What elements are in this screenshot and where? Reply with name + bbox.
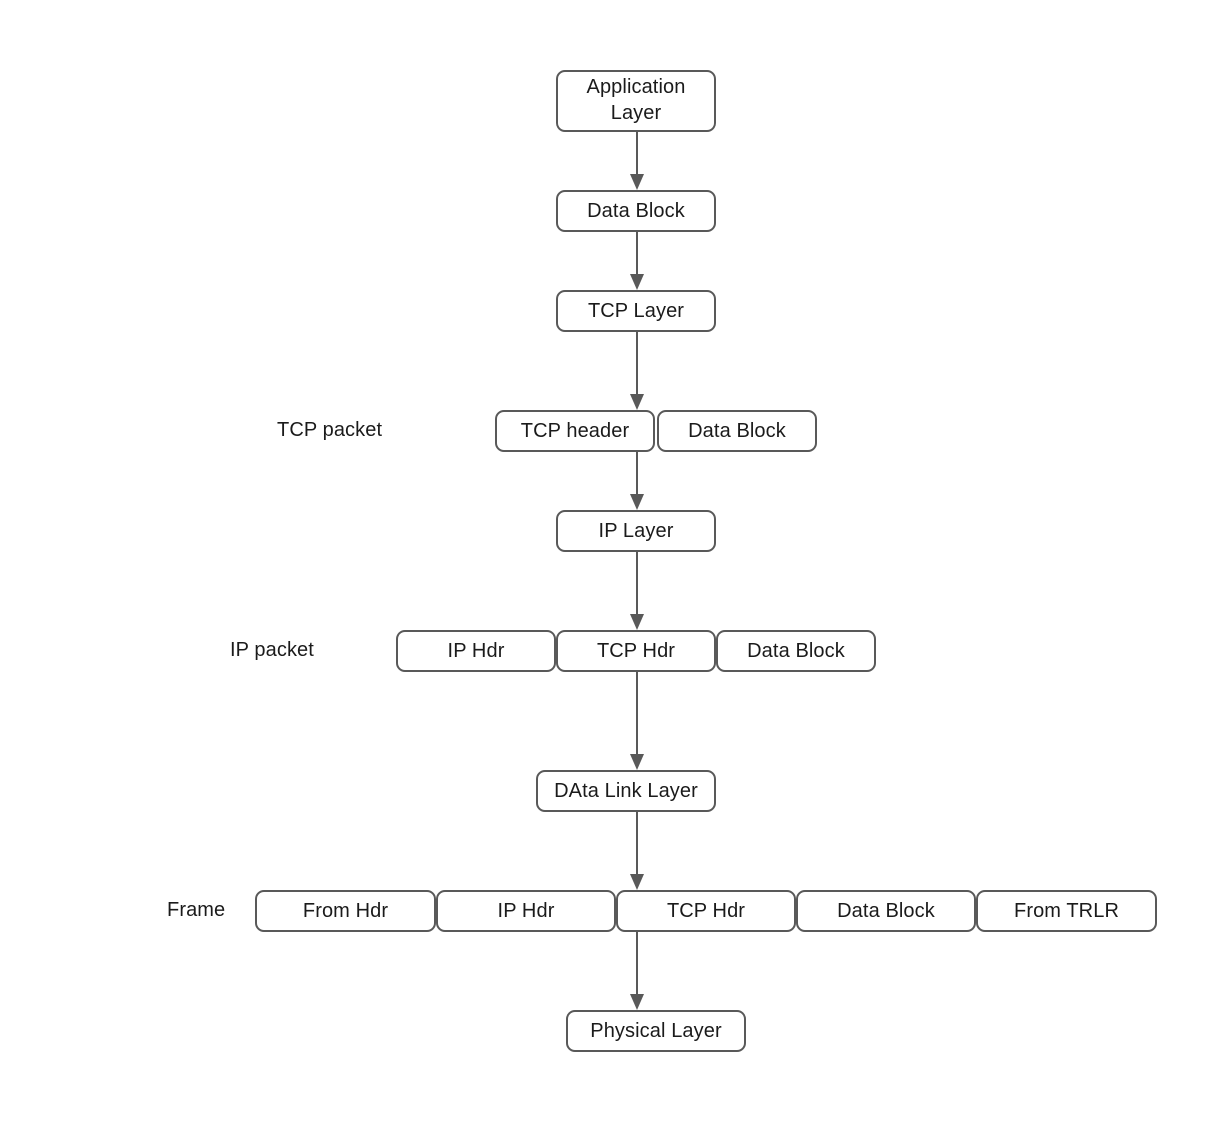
- ip-packet-cell-tcp-hdr-label: TCP Hdr: [596, 639, 676, 662]
- application-layer-label-line1: Application: [586, 76, 686, 99]
- arrow-head-icon: [630, 174, 644, 190]
- ip-layer-label: IP Layer: [598, 519, 674, 542]
- arrow-line: [636, 672, 638, 754]
- arrow-head-icon: [630, 494, 644, 510]
- ip-packet-cell-ip-hdr-label: IP Hdr: [447, 639, 505, 662]
- arrow-tcp-packet-to-ip-layer: [630, 452, 644, 510]
- arrow-ip-packet-to-data-link-layer: [630, 672, 644, 770]
- node-data-link-layer[interactable]: DAta Link Layer: [536, 770, 716, 812]
- frame-cell-tcp-hdr-label: TCP Hdr: [666, 899, 746, 922]
- data-block-label: Data Block: [587, 199, 685, 222]
- data-link-layer-label: DAta Link Layer: [554, 779, 698, 802]
- physical-layer-label: Physical Layer: [590, 1019, 722, 1042]
- node-ip-layer[interactable]: IP Layer: [556, 510, 716, 552]
- ip-packet-cell-data-block-label: Data Block: [747, 639, 845, 662]
- frame-cell-data-block-label: Data Block: [837, 899, 935, 922]
- arrow-head-icon: [630, 614, 644, 630]
- frame-cell-from-trlr[interactable]: From TRLR: [976, 890, 1157, 932]
- arrow-data-block-to-tcp-layer: [630, 232, 644, 290]
- frame-cell-tcp-hdr[interactable]: TCP Hdr: [616, 890, 796, 932]
- arrow-line: [636, 932, 638, 994]
- arrow-head-icon: [630, 874, 644, 890]
- application-layer-label-line2: Layer: [610, 102, 662, 124]
- arrow-head-icon: [630, 274, 644, 290]
- frame-cell-from-hdr[interactable]: From Hdr: [255, 890, 436, 932]
- ip-packet-cell-tcp-hdr[interactable]: TCP Hdr: [556, 630, 716, 672]
- arrow-line: [636, 452, 638, 494]
- arrow-data-link-layer-to-frame: [630, 812, 644, 890]
- row-label-ip-packet: IP packet: [230, 639, 314, 661]
- node-tcp-layer[interactable]: TCP Layer: [556, 290, 716, 332]
- frame-cell-from-hdr-label: From Hdr: [302, 899, 389, 922]
- frame-cell-ip-hdr[interactable]: IP Hdr: [436, 890, 616, 932]
- node-application-layer[interactable]: Application Layer: [556, 70, 716, 132]
- row-label-tcp-packet: TCP packet: [277, 419, 383, 441]
- arrow-head-icon: [630, 394, 644, 410]
- tcp-packet-cell-data-block-label: Data Block: [688, 419, 786, 442]
- tcp-layer-label: TCP Layer: [587, 299, 685, 322]
- frame-cell-ip-hdr-label: IP Hdr: [497, 899, 555, 922]
- arrow-head-icon: [630, 994, 644, 1010]
- frame-cell-data-block[interactable]: Data Block: [796, 890, 976, 932]
- arrow-line: [636, 552, 638, 614]
- ip-packet-cell-data-block[interactable]: Data Block: [716, 630, 876, 672]
- arrow-line: [636, 812, 638, 874]
- tcp-packet-cell-tcp-header[interactable]: TCP header: [495, 410, 655, 452]
- arrow-head-icon: [630, 754, 644, 770]
- arrow-ip-layer-to-ip-packet: [630, 552, 644, 630]
- frame-cell-from-trlr-label: From TRLR: [1014, 899, 1119, 922]
- arrow-frame-to-physical-layer: [630, 932, 644, 1010]
- node-physical-layer[interactable]: Physical Layer: [566, 1010, 746, 1052]
- tcp-packet-cell-tcp-header-label: TCP header: [520, 419, 630, 442]
- ip-packet-cell-ip-hdr[interactable]: IP Hdr: [396, 630, 556, 672]
- arrow-line: [636, 132, 638, 174]
- tcp-packet-cell-data-block[interactable]: Data Block: [657, 410, 817, 452]
- arrow-line: [636, 232, 638, 274]
- arrow-application-to-data-block: [630, 132, 644, 190]
- node-data-block[interactable]: Data Block: [556, 190, 716, 232]
- arrow-tcp-layer-to-tcp-packet: [630, 332, 644, 410]
- arrow-line: [636, 332, 638, 394]
- row-label-frame: Frame: [167, 899, 226, 921]
